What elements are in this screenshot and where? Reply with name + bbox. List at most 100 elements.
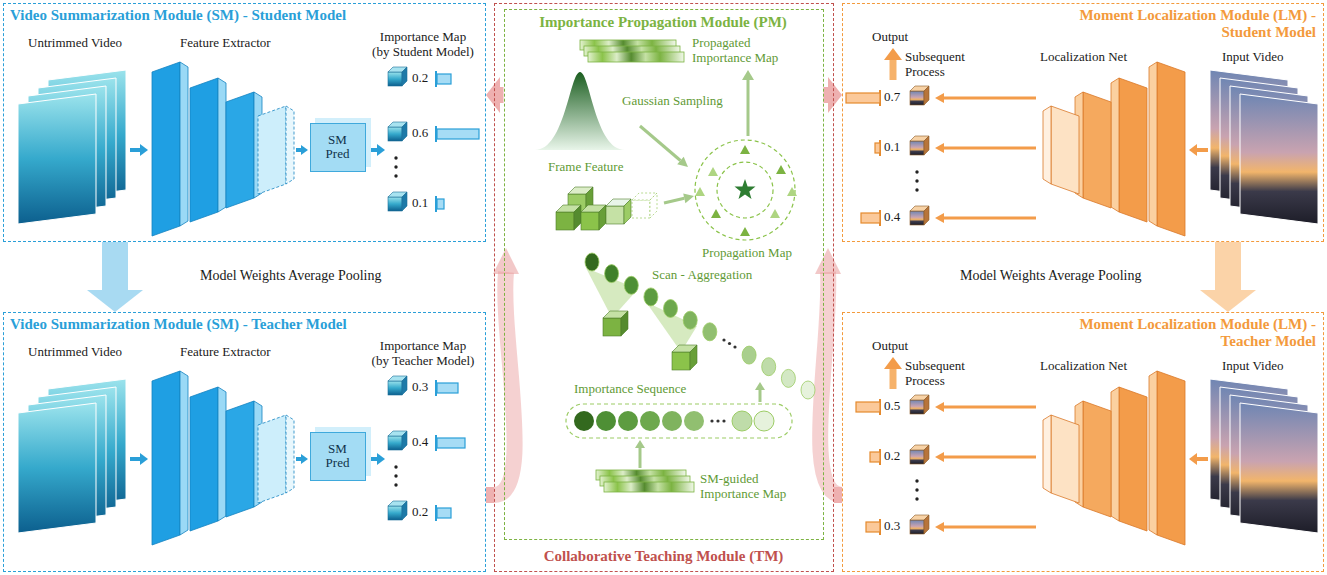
frame-cube xyxy=(910,86,929,225)
aggregated-cube xyxy=(621,311,628,336)
flow-arrow xyxy=(755,382,765,390)
score-value: 0.4 xyxy=(412,435,428,450)
ellipsis-dots xyxy=(915,188,918,191)
feature-extractor xyxy=(286,106,294,184)
feature-extractor xyxy=(258,106,286,194)
feature-cube xyxy=(556,212,574,230)
video-frames xyxy=(18,70,126,224)
importance-sequence xyxy=(732,411,752,431)
map-label: Importance Map (by Student Model) xyxy=(362,30,484,60)
box-label: SM Pred xyxy=(318,442,358,472)
score-value: 0.2 xyxy=(412,505,428,520)
importance-strip xyxy=(588,52,684,62)
module-label: Feature Extractor xyxy=(180,36,271,51)
localization-net xyxy=(1043,106,1051,184)
score-value: 0.3 xyxy=(412,380,428,395)
localization-illustration xyxy=(1189,144,1197,156)
propagation-illustration xyxy=(535,40,815,492)
score-value: 0.2 xyxy=(412,71,428,86)
connector-line xyxy=(834,487,842,503)
importance-sequence xyxy=(596,411,616,431)
propagation-map xyxy=(695,187,705,196)
feature-cube xyxy=(556,187,657,230)
flow-arrow xyxy=(635,440,645,448)
connector xyxy=(87,242,143,312)
score-value: 0.3 xyxy=(884,519,900,534)
propagation-map xyxy=(735,179,756,199)
importance-strip xyxy=(580,40,684,62)
feature-extractor xyxy=(152,62,180,236)
flow-arrow xyxy=(635,70,765,468)
input-label: Input Video xyxy=(1222,50,1283,65)
flow-arrow xyxy=(683,193,694,203)
scan-sequence xyxy=(762,358,776,376)
importance-bar xyxy=(436,71,479,521)
output-label: Output xyxy=(872,339,908,354)
feature-extractor xyxy=(190,78,218,222)
feature-extractor xyxy=(226,92,254,208)
module-title: Video Summarization Module (SM) - Studen… xyxy=(10,7,346,24)
frame-cube xyxy=(388,72,402,86)
score-bar xyxy=(846,93,880,103)
scan-sequence xyxy=(733,345,736,348)
ellipsis-dots xyxy=(915,179,918,182)
map-label: Propagated Importance Map xyxy=(692,36,792,66)
score-bar xyxy=(861,213,880,223)
propagation-map xyxy=(776,165,786,174)
localization-illustration xyxy=(884,48,1318,236)
feature-cube xyxy=(650,193,657,218)
localization-net xyxy=(1051,106,1079,194)
importance-sequence xyxy=(722,419,725,422)
prediction-box: SM Pred xyxy=(310,123,366,173)
summarization-illustration xyxy=(130,148,141,152)
scan-sequence xyxy=(781,369,795,387)
frame-cube xyxy=(402,122,407,141)
flow-arrow xyxy=(747,80,750,136)
flow-arrow xyxy=(944,97,1036,100)
scan-sequence xyxy=(605,265,619,283)
flow-arrow xyxy=(664,198,684,203)
propagation-map xyxy=(740,145,750,154)
step-label: Gaussian Sampling xyxy=(622,94,723,109)
step-label: Propagation Map xyxy=(702,246,792,261)
feature-extractor xyxy=(152,62,294,236)
localization-illustration xyxy=(884,357,1318,545)
importance-sequence xyxy=(716,419,719,422)
feature-extractor xyxy=(180,62,188,226)
feature-cube xyxy=(599,205,606,230)
frame-cube xyxy=(924,86,929,105)
feature-cube xyxy=(581,212,599,230)
module-title: Importance Propagation Module (PM) xyxy=(505,14,822,31)
connector xyxy=(1200,242,1256,312)
localization-net xyxy=(1111,78,1119,212)
propagation-map xyxy=(740,227,750,236)
importance-strip xyxy=(596,470,694,492)
importance-sequence xyxy=(754,411,774,431)
aggregated-cube xyxy=(603,311,697,370)
score-bar xyxy=(875,143,880,153)
frame-cube xyxy=(910,91,924,105)
propagation-map xyxy=(708,167,718,176)
frame-cube xyxy=(388,67,407,211)
module-label: Localization Net xyxy=(1040,359,1127,374)
ellipsis-dots xyxy=(394,156,397,177)
step-label: Frame Feature xyxy=(548,160,623,175)
localization-net xyxy=(1149,62,1157,226)
teaching-flow xyxy=(815,248,841,274)
frame-cube xyxy=(910,141,924,155)
frame-cube xyxy=(924,206,929,225)
flow-arrow xyxy=(944,147,1036,150)
score-value: 0.1 xyxy=(412,196,428,211)
localization-illustration xyxy=(1196,148,1208,152)
scan-sequence xyxy=(703,323,717,341)
propagation-map xyxy=(770,209,780,218)
summarization-illustration xyxy=(18,371,407,545)
flow-arrow xyxy=(935,93,1036,223)
score-value: 0.2 xyxy=(884,449,900,464)
scan-sequence xyxy=(664,300,678,318)
localization-net xyxy=(1043,62,1185,236)
score-value: 0.4 xyxy=(884,210,900,225)
importance-sequence xyxy=(710,419,713,422)
feature-cube xyxy=(632,200,650,218)
